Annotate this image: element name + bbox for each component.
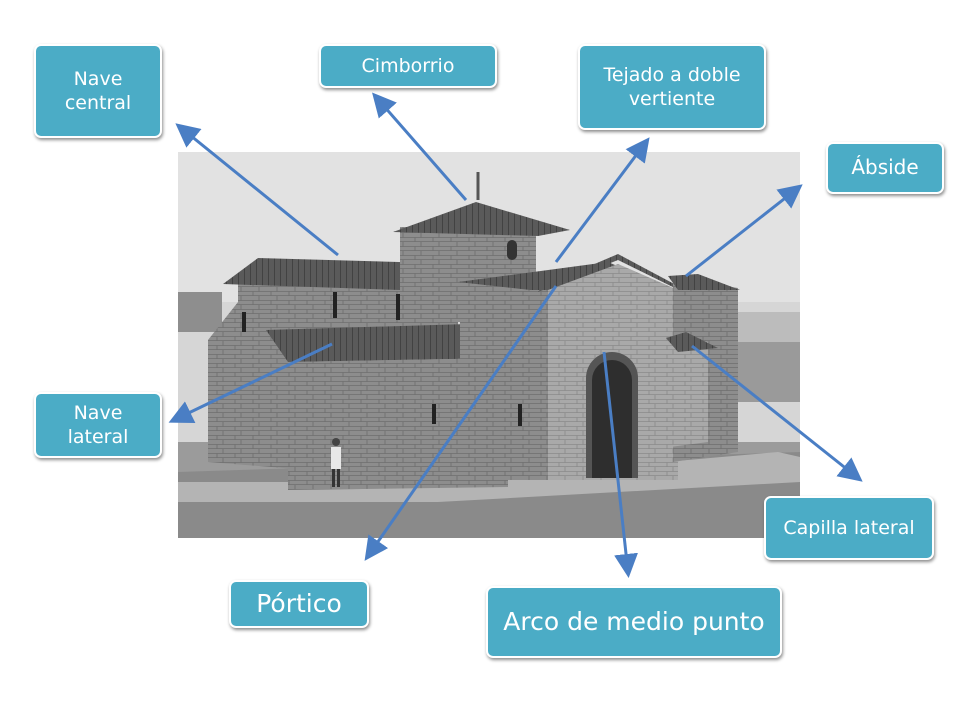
label-abside: Ábside [826,142,944,194]
church-photograph [178,152,800,538]
label-portico: Pórtico [229,580,369,628]
label-nave-central: Nave central [34,44,162,138]
label-tejado-a-doble-vertiente: Tejado a doble vertiente [578,44,766,130]
label-nave-lateral: Nave lateral [34,392,162,458]
label-capilla-lateral: Capilla lateral [764,496,934,560]
label-arco-de-medio-punto: Arco de medio punto [486,586,782,658]
label-cimborrio: Cimborrio [319,44,497,88]
